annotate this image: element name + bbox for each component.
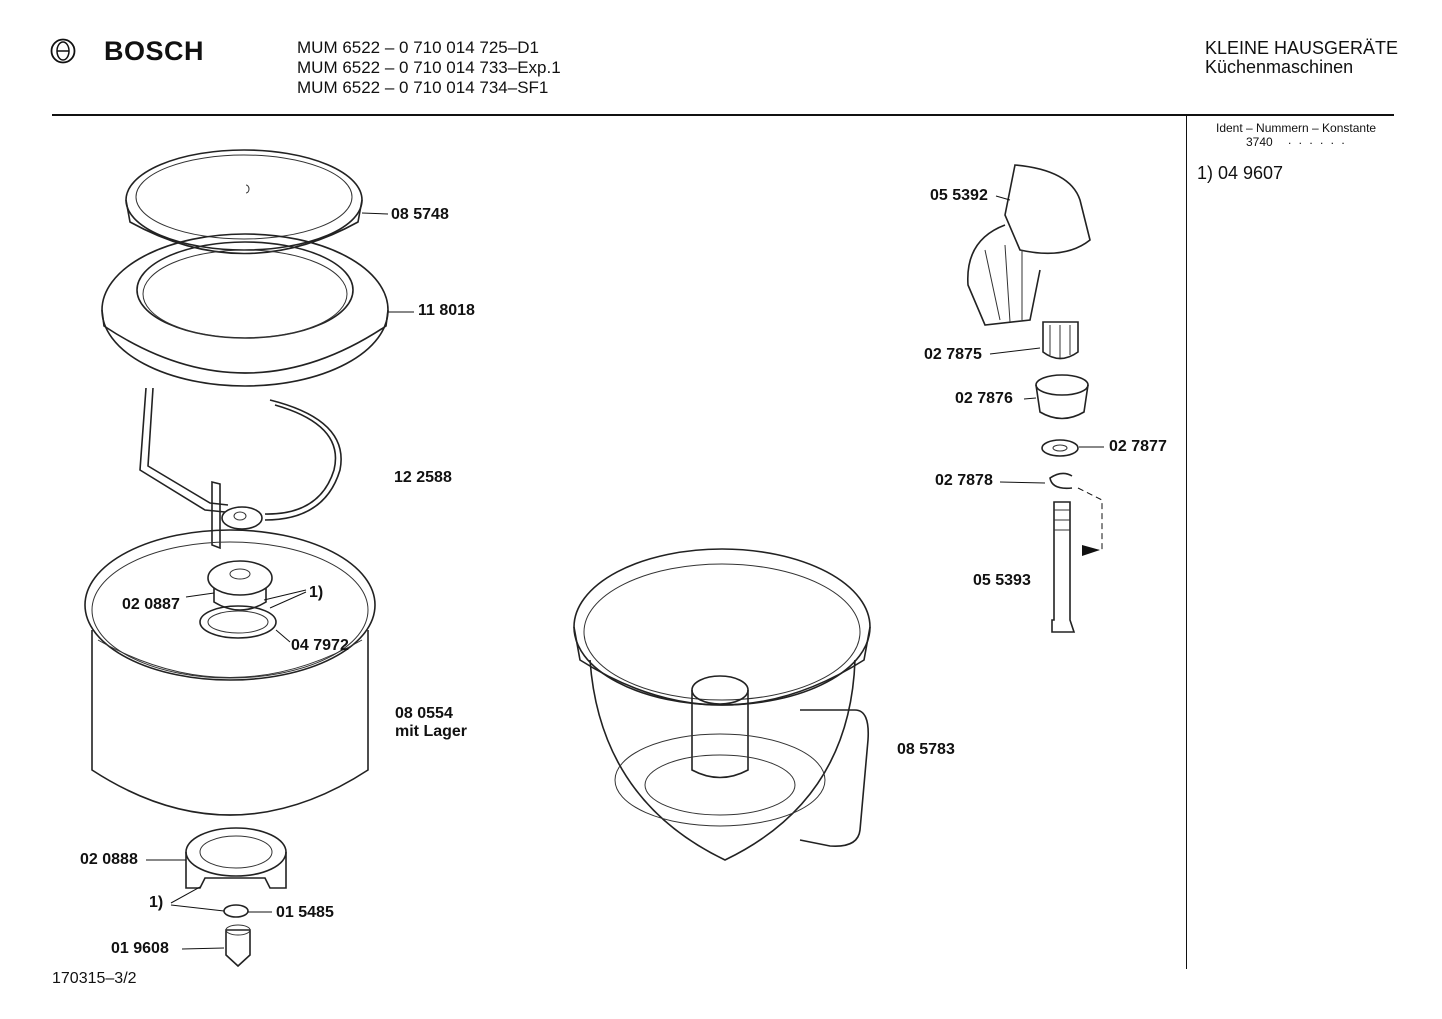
header-divider: [52, 114, 1394, 116]
footnote-marker-1b: 1): [149, 894, 164, 911]
dough-hook-drawing: [139, 387, 342, 550]
part-label-055393: 05 5393: [973, 572, 1031, 589]
mixing-bowl-drawing: [84, 529, 376, 816]
sidebar-divider: [1186, 116, 1187, 969]
category-block: KLEINE HAUSGERÄTE Küchenmaschinen: [1205, 39, 1398, 77]
part-label-027875: 02 7875: [924, 346, 982, 363]
bosch-armature-icon: [50, 38, 76, 64]
ident-heading: Ident – Nummern – Konstante: [1216, 121, 1377, 135]
ident-value: 3740: [1246, 135, 1273, 149]
part-label-122588: 12 2588: [394, 469, 452, 486]
model-line-2: MUM 6522 – 0 710 014 733–Exp.1: [297, 58, 561, 77]
part-label-080554: 08 0554: [395, 705, 453, 722]
seal-ring-drawing: [223, 904, 249, 918]
drive-shaft-drawing: [1051, 501, 1076, 633]
drive-coupling-drawing: [1035, 374, 1089, 420]
part-label-055392: 05 5392: [930, 187, 988, 204]
category-subtitle: Küchenmaschinen: [1205, 57, 1354, 77]
washer-drawing: [1041, 439, 1079, 457]
part-label-085783: 08 5783: [897, 741, 955, 758]
part-label-047972: 04 7972: [291, 637, 349, 654]
part-label-027876: 02 7876: [955, 390, 1013, 407]
circlip-drawing: [1049, 472, 1073, 490]
part-label-027878: 02 7878: [935, 472, 993, 489]
lid-drawing: [125, 149, 363, 255]
brand-name: BOSCH: [104, 36, 205, 66]
footnote-reference: 1) 04 9607: [1197, 163, 1284, 183]
ident-dots: . . . . . .: [1288, 133, 1347, 147]
part-label-027877: 02 7877: [1109, 438, 1167, 455]
model-list: MUM 6522 – 0 710 014 725–D1 MUM 6522 – 0…: [297, 38, 561, 98]
splash-ring-drawing: [101, 233, 389, 387]
bearing-plug-drawing: [225, 924, 251, 968]
part-label-020887: 02 0887: [122, 596, 180, 613]
part-label-020888: 02 0888: [80, 851, 138, 868]
part-label-080554-note: mit Lager: [395, 723, 468, 740]
gear-drawing: [1042, 321, 1079, 360]
part-label-019608: 01 9608: [111, 940, 169, 957]
part-label-085748: 08 5748: [391, 206, 449, 223]
model-line-3: MUM 6522 – 0 710 014 734–SF1: [297, 78, 549, 97]
category-title: KLEINE HAUSGERÄTE: [1205, 38, 1399, 58]
drawing-number: 170315–3/2: [52, 970, 137, 987]
transparent-bowl-drawing: [573, 548, 871, 861]
bowl-base-ring-drawing: [185, 827, 287, 889]
model-line-1: MUM 6522 – 0 710 014 725–D1: [297, 38, 539, 57]
part-label-015485: 01 5485: [276, 904, 334, 921]
part-label-118018: 11 8018: [418, 302, 475, 319]
whisk-drawing: [967, 164, 1091, 326]
footnote-marker-1a: 1): [309, 584, 324, 601]
